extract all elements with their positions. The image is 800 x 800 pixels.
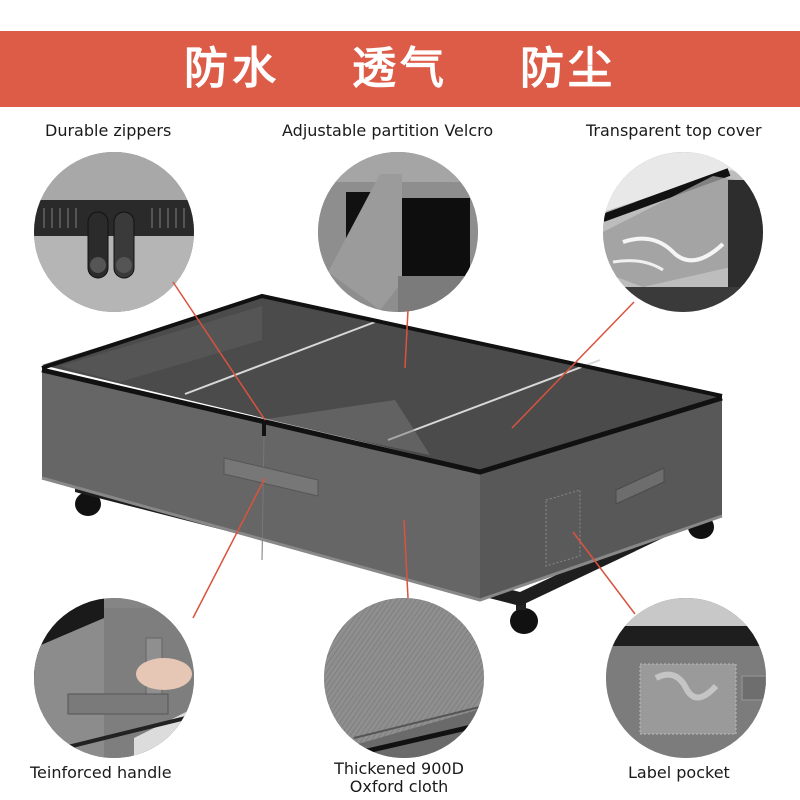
caption-velcro-partition: Adjustable partition Velcro [282,121,494,140]
fabric-closeup-icon [324,598,484,758]
zipper-closeup-icon [34,152,194,312]
caption-oxford-cloth-line1: Thickened 900D [334,759,464,778]
banner-word-breathable: 透气 [352,43,448,94]
banner-word-dustproof: 防尘 [520,43,616,94]
label-pocket-closeup-icon [606,598,766,758]
caption-label-pocket: Label pocket [628,763,730,782]
caption-oxford-cloth-line2: Oxford cloth [349,777,449,796]
caption-durable-zippers: Durable zippers [45,121,172,140]
caption-reinforced-handle: Teinforced handle [30,763,172,782]
caption-transparent-cover: Transparent top cover [586,121,762,140]
handle-closeup-icon [34,598,194,758]
transparent-cover-closeup-icon [603,152,763,312]
feature-banner: 防水 透气 防尘 [0,31,800,107]
banner-word-waterproof: 防水 [184,43,280,94]
